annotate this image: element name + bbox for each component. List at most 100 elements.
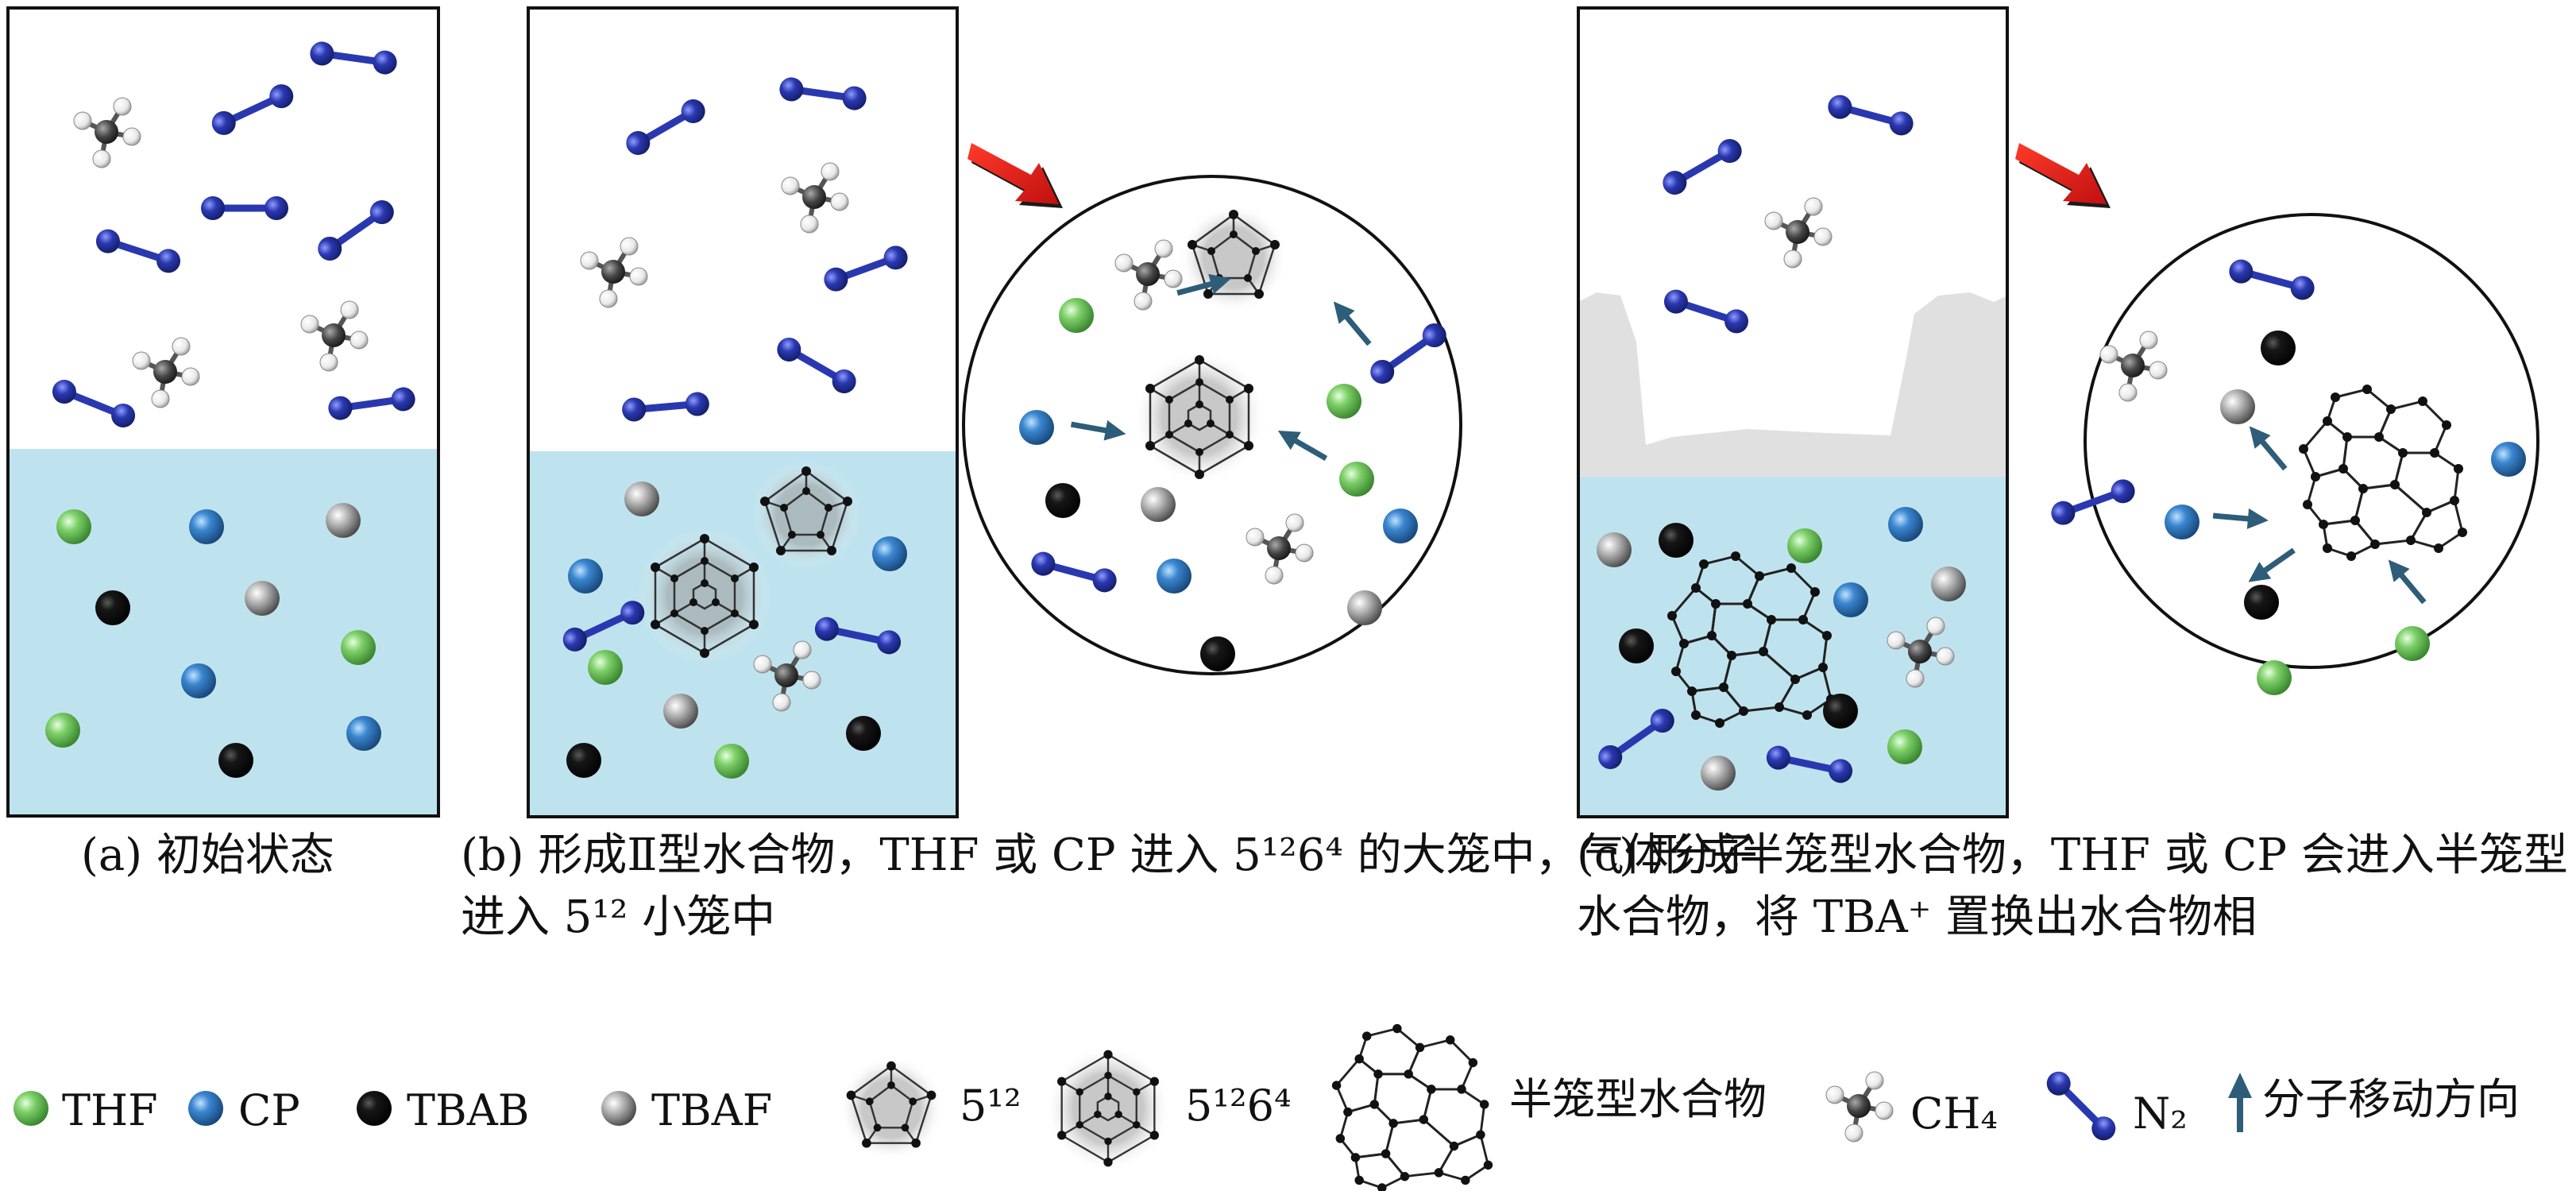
cp-molecule <box>346 716 381 751</box>
cage-51264 <box>1131 349 1268 485</box>
n2-molecule <box>821 242 911 295</box>
cp-molecule <box>189 509 224 544</box>
zoom-arrow <box>2015 143 2111 208</box>
cp-molecule <box>568 559 603 594</box>
caption-c: (c) 形成半笼型水合物，THF 或 CP 会进入半笼型水合物，将 TBA⁺ 置… <box>1577 829 2568 943</box>
zoom-circle-c <box>2048 213 2539 695</box>
tbaf-molecule <box>1141 487 1176 522</box>
legend-tbaf-label: TBAF <box>651 1085 773 1135</box>
n2-molecule <box>313 195 398 265</box>
legend-cage-512-icon <box>837 1054 945 1162</box>
n2-molecule <box>1661 287 1751 337</box>
legend-ch4-label: CH₄ <box>1910 1089 1999 1139</box>
legend-cage-512-label: 5¹² <box>960 1081 1022 1131</box>
legend-tbaf-icon <box>601 1091 636 1126</box>
legend-semi-hydrate-label: 半笼型水合物 <box>1509 1074 1767 1124</box>
n2-molecule <box>1825 92 1916 137</box>
cp-molecule <box>181 663 216 698</box>
legend-cage-51264-icon <box>1044 1044 1172 1173</box>
tbab-molecule <box>95 590 130 625</box>
n2-molecule <box>778 75 867 111</box>
legend-cage-51264-label: 5¹²6⁴ <box>1185 1081 1292 1131</box>
tbab-molecule <box>1200 636 1235 671</box>
ch4-molecule <box>74 98 141 168</box>
tbaf-molecule <box>2220 389 2255 424</box>
zoom-circle-b <box>962 175 1462 675</box>
n2-molecule <box>326 385 416 421</box>
thf-molecule <box>2395 626 2430 661</box>
thf-molecule <box>341 630 376 665</box>
tbab-molecule <box>1659 523 1694 558</box>
panel-b <box>527 6 959 818</box>
panel-c <box>1577 6 2009 818</box>
cp-molecule <box>2491 442 2526 477</box>
legend-thf-icon <box>14 1091 48 1126</box>
panel-c-frame <box>1577 6 2009 818</box>
cp-molecule <box>1833 582 1868 617</box>
panel-a-gas-molecules <box>48 40 416 431</box>
legend-ch4-icon <box>1826 1072 1893 1142</box>
thf-molecule <box>714 744 749 779</box>
ch4-molecule <box>581 238 647 307</box>
thf-molecule <box>1787 528 1822 563</box>
thf-molecule <box>1327 384 1361 419</box>
thf-molecule <box>588 650 623 685</box>
zoom-arrow <box>967 143 1063 208</box>
tbab-molecule <box>846 716 881 751</box>
tbaf-molecule <box>1597 532 1632 567</box>
legend-tbab-icon <box>357 1091 392 1126</box>
n2-molecule <box>622 95 709 160</box>
cp-molecule <box>1888 507 1923 542</box>
legend-cp-icon <box>188 1091 223 1126</box>
tbaf-molecule <box>624 481 659 516</box>
cp-molecule <box>1157 559 1191 594</box>
ch4-molecule <box>301 301 368 371</box>
legend-arrow-label: 分子移动方向 <box>2262 1074 2520 1124</box>
n2-molecule <box>201 196 288 220</box>
tbab-molecule <box>218 743 253 778</box>
tbaf-molecule <box>245 581 280 616</box>
caption-b: (b) 形成Ⅱ型水合物，THF 或 CP 进入 5¹²6⁴ 的大笼中，气体分子进… <box>461 829 1758 943</box>
legend-n2-label: N₂ <box>2133 1089 2188 1139</box>
n2-molecule <box>621 391 710 422</box>
tbaf-molecule <box>1347 590 1382 625</box>
cage-512 <box>751 459 862 570</box>
ch4-molecule <box>782 163 848 233</box>
panel-b-gas-molecules <box>581 75 911 422</box>
tbaf-molecule <box>1701 756 1736 791</box>
panel-a <box>6 6 440 818</box>
panel-c-gas-molecules <box>1659 92 1916 336</box>
tbaf-molecule <box>663 694 698 729</box>
tbab-molecule <box>1619 628 1654 663</box>
panel-a-frame <box>6 6 440 818</box>
thf-molecule <box>45 713 80 748</box>
tbab-molecule <box>2261 331 2296 365</box>
n2-molecule <box>93 226 183 276</box>
tbab-molecule <box>1045 483 1080 518</box>
thf-molecule <box>2257 660 2292 695</box>
legend-tbab-label: TBAB <box>407 1085 530 1135</box>
legend-symbols <box>14 1023 2252 1191</box>
cp-molecule <box>2165 505 2199 539</box>
tbab-molecule <box>2244 585 2279 620</box>
thf-molecule <box>1887 729 1922 764</box>
cp-molecule <box>872 536 907 571</box>
n2-molecule <box>208 80 297 139</box>
ch4-molecule <box>133 338 199 408</box>
cage-512 <box>1178 203 1289 314</box>
ch4-molecule <box>1765 198 1832 268</box>
tbaf-molecule <box>1931 566 1966 601</box>
panel-b-frame <box>527 6 959 818</box>
thf-molecule <box>1339 462 1374 497</box>
legend-semi-hydrate-icon <box>1330 1023 1494 1191</box>
tbab-molecule <box>1823 694 1858 729</box>
cage-51264 <box>636 528 773 664</box>
n2-molecule <box>308 40 398 75</box>
tbab-molecule <box>566 743 601 778</box>
legend-n2-icon <box>2042 1067 2121 1146</box>
n2-molecule <box>773 334 860 398</box>
caption-a: (a) 初始状态 <box>81 829 334 881</box>
legend-arrow-icon <box>2228 1073 2252 1132</box>
thf-molecule <box>56 509 91 544</box>
